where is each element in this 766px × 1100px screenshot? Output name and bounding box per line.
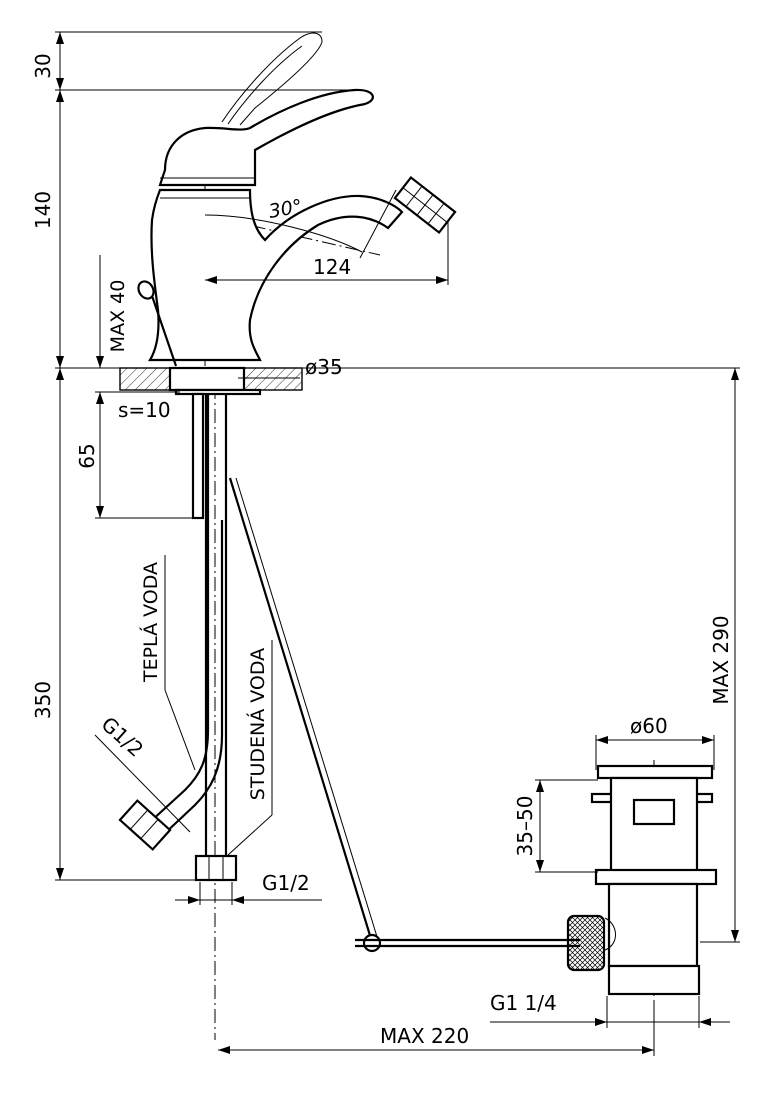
dim-hole-diameter: ø35	[305, 355, 343, 379]
dim-drain-diameter: ø60	[630, 714, 668, 738]
drain-outlet	[607, 964, 701, 996]
dim-drain-thread: G1 1/4	[490, 991, 557, 1015]
drain-tailpiece	[607, 882, 699, 968]
dim-hot-thread: G1/2	[97, 712, 148, 762]
lever-handle	[158, 88, 374, 187]
dimension-lines	[55, 31, 740, 1056]
dim-shank-length: 65	[75, 443, 99, 468]
label-hot-water: TEPLÁ VODA	[139, 562, 162, 683]
dim-height-to-lever: 140	[31, 191, 55, 229]
dimension-text: 30 140 30° 124 MAX 40 ø35 s=10 65 350 MA…	[31, 53, 733, 1048]
dim-drain-range: 35–50	[513, 796, 537, 857]
mounting-nut	[168, 366, 246, 392]
lift-rod-edge	[235, 477, 379, 941]
drain-assembly	[566, 764, 718, 996]
label-cold-water: STUDENÁ VODA	[246, 648, 269, 800]
popup-linkage	[228, 477, 580, 953]
dim-max-deck: MAX 40	[107, 280, 129, 353]
dim-cold-thread: G1/2	[262, 871, 310, 895]
cold-hose-fitting	[194, 854, 238, 882]
pivot-nut-knurled	[566, 914, 606, 972]
dim-spout-reach: 124	[313, 255, 351, 279]
dim-hose-length: 350	[31, 681, 55, 719]
drain-nut	[594, 868, 718, 886]
popup-knob	[137, 280, 178, 367]
drain-cap	[596, 764, 714, 780]
lever-raised-inner	[227, 45, 303, 125]
deck-right-section	[243, 367, 303, 391]
dim-max-rod-reach: MAX 220	[380, 1024, 469, 1048]
dim-lever-travel: 30	[31, 53, 55, 78]
supply-hoses	[118, 392, 238, 882]
deck-section	[55, 366, 305, 396]
hot-hose-inner	[149, 394, 210, 823]
dim-max-drain-depth: MAX 290	[709, 615, 733, 704]
rod-joint	[362, 933, 382, 953]
pivot-rod	[355, 938, 580, 948]
faucet-housing	[148, 188, 404, 362]
pivot-boss	[604, 917, 616, 951]
hot-hose-outer	[161, 520, 224, 837]
faucet-body	[137, 32, 457, 367]
deck-left-section	[119, 367, 171, 391]
center-lines	[204, 160, 655, 1040]
lever-raised-outline	[221, 32, 323, 126]
drain-slot	[632, 798, 676, 826]
mounting-stud	[191, 392, 205, 520]
dim-washer: s=10	[118, 398, 171, 422]
cold-hose	[204, 394, 228, 858]
lift-rod	[228, 477, 374, 943]
hot-hose-fitting	[118, 799, 172, 851]
aerator-nozzle	[393, 175, 457, 235]
washer	[174, 388, 262, 396]
